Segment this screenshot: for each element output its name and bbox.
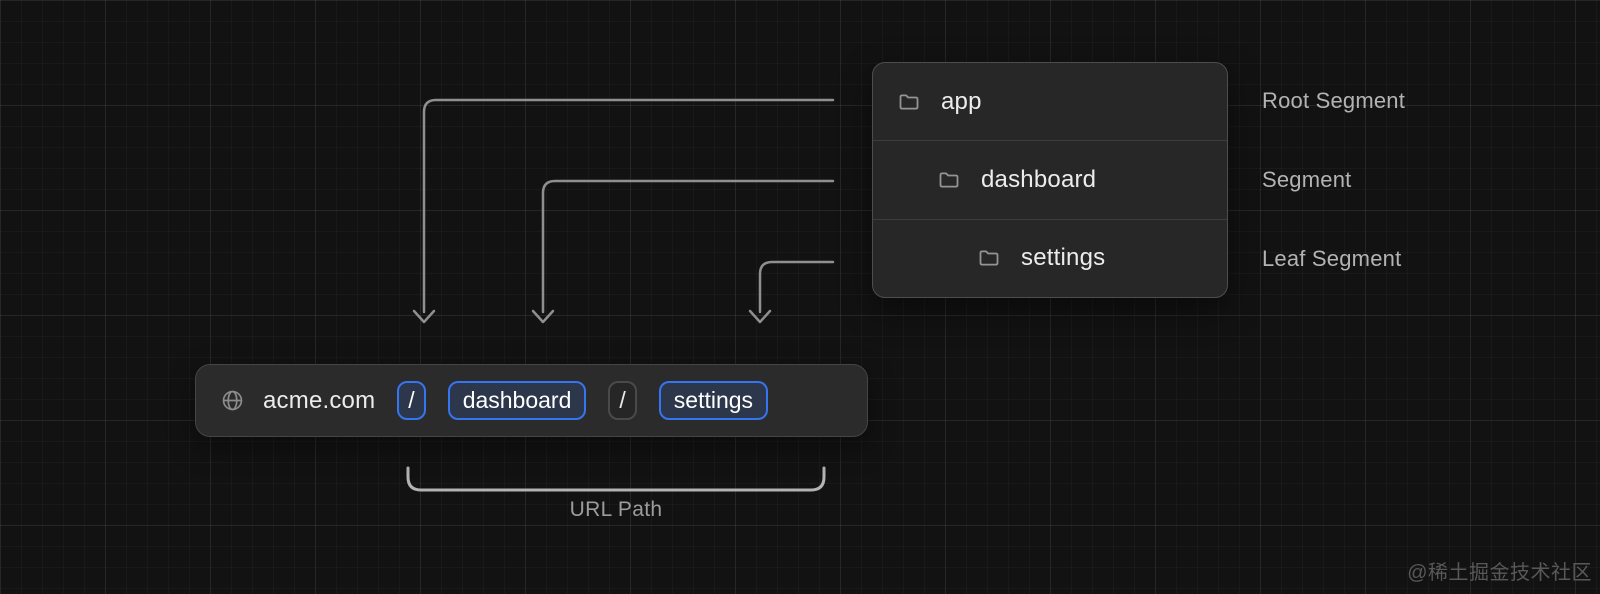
tree-row-label: app <box>941 87 982 115</box>
tree-row-settings: settings <box>873 218 1227 297</box>
url-separator-slash: / <box>608 380 637 421</box>
arrowhead-settings <box>748 309 772 324</box>
url-segment-root-slash: / <box>397 380 426 421</box>
url-path-caption: URL Path <box>569 498 663 521</box>
file-tree-panel: app dashboard settings <box>872 62 1228 298</box>
browser-url-bar: acme.com / dashboard / settings <box>195 364 868 437</box>
arrow-app-to-root-slash <box>422 98 835 314</box>
arrowhead-root-slash <box>412 309 436 324</box>
url-segment-settings: settings <box>658 380 769 421</box>
tree-row-app: app <box>873 63 1227 140</box>
annotation-root-segment: Root Segment <box>1262 88 1406 113</box>
folder-icon <box>979 250 999 266</box>
url-path-bracket <box>406 466 826 492</box>
url-segment-dashboard: dashboard <box>447 380 587 421</box>
folder-icon <box>939 172 959 188</box>
arrowhead-dashboard <box>531 309 555 324</box>
annotation-segment: Segment <box>1262 167 1352 192</box>
url-domain: acme.com <box>263 386 376 414</box>
tree-row-label: settings <box>1021 244 1106 272</box>
globe-icon <box>222 390 243 411</box>
folder-icon <box>899 94 919 110</box>
annotation-leaf-segment: Leaf Segment <box>1262 246 1402 271</box>
tree-row-dashboard: dashboard <box>873 140 1227 218</box>
arrow-settings-folder-to-segment <box>758 260 835 314</box>
tree-row-label: dashboard <box>981 165 1097 193</box>
watermark: @稀土掘金技术社区 <box>1407 562 1592 584</box>
arrow-dashboard-folder-to-segment <box>541 179 835 314</box>
